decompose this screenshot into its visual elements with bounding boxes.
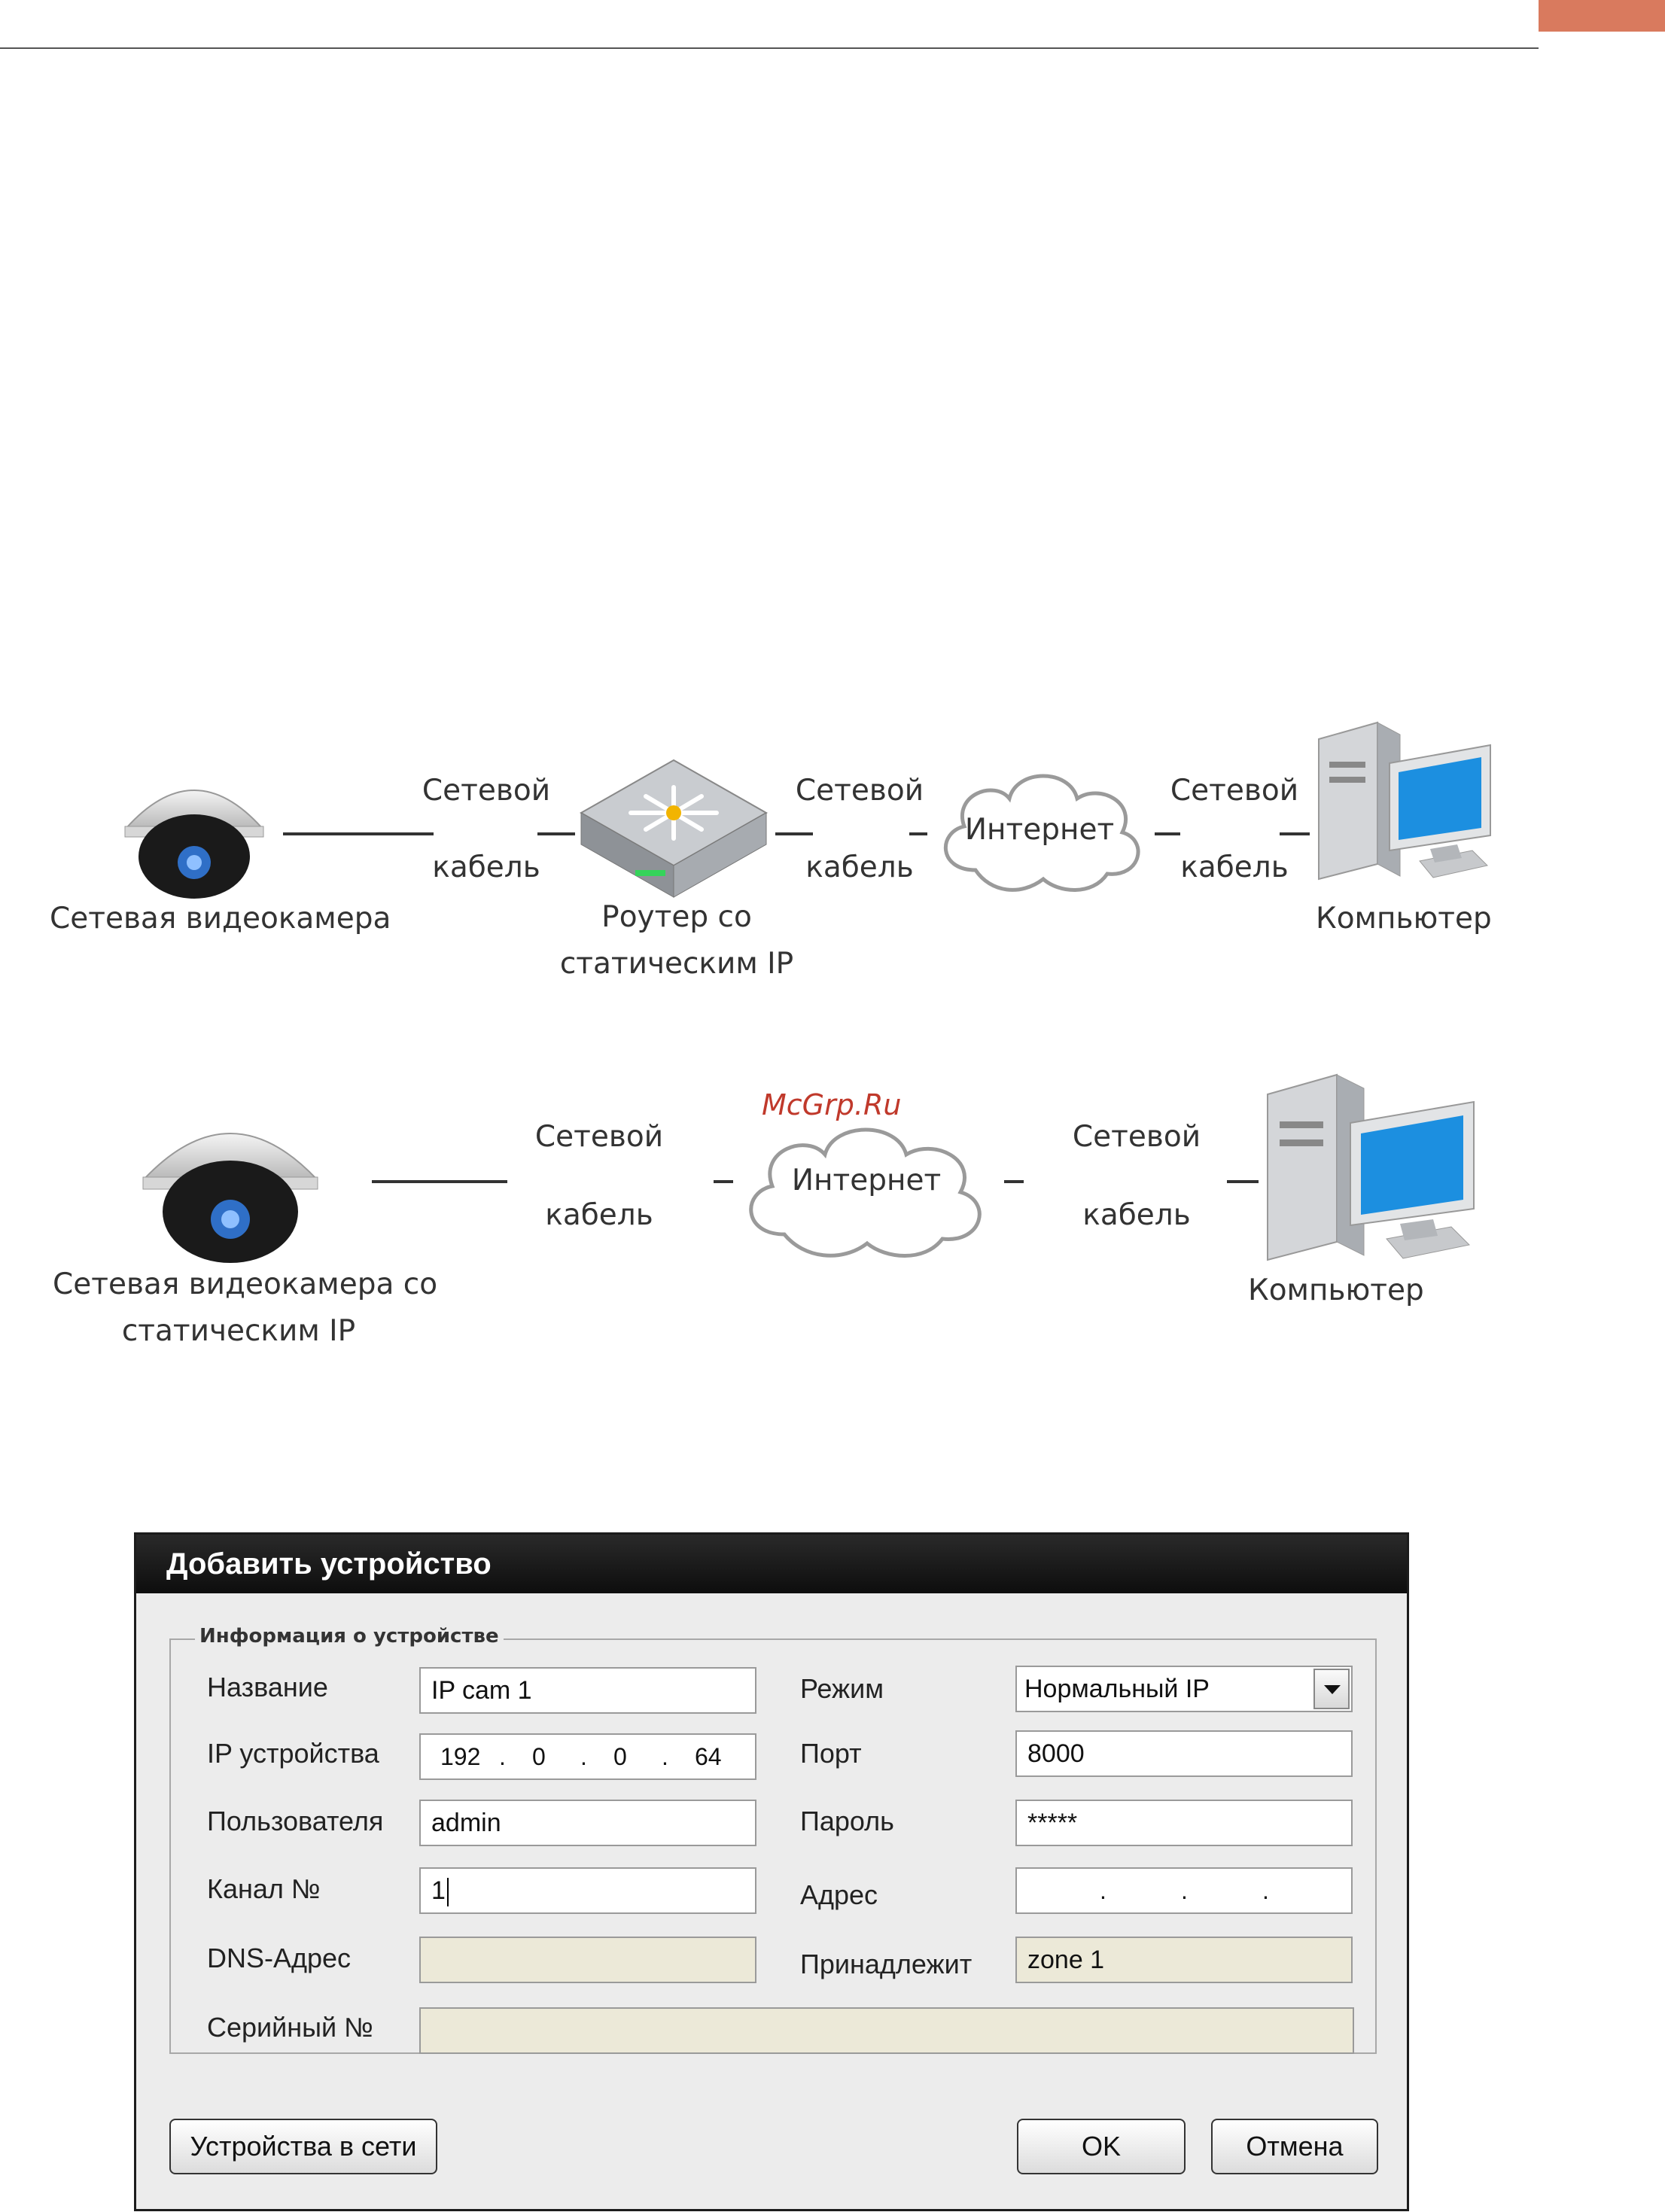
- group-legend: Информация о устройстве: [195, 1625, 504, 1648]
- header-rule: [0, 47, 1539, 49]
- internet-label: Интернет: [791, 1164, 942, 1197]
- belongs-label: Принадлежит: [800, 1949, 973, 1979]
- header-accent: [1539, 0, 1665, 32]
- ip-octet-4: 64: [695, 1743, 722, 1770]
- cable-label-bottom: кабель: [805, 850, 914, 884]
- port-input[interactable]: 8000: [1015, 1730, 1353, 1777]
- cable-line: [283, 832, 434, 835]
- internet-label: Интернет: [964, 813, 1115, 847]
- address-label: Адрес: [800, 1879, 878, 1910]
- ip-octet-3: 0: [613, 1743, 627, 1770]
- cable-label-bottom: кабель: [1180, 850, 1289, 884]
- name-label: Название: [207, 1672, 328, 1702]
- computer-icon: [1318, 721, 1491, 881]
- cable-label-top: Сетевой: [1170, 774, 1299, 808]
- dome-camera-icon: [124, 790, 264, 899]
- ip-input[interactable]: 192 . 0 . 0 . 64: [419, 1733, 756, 1780]
- cable-label-top: Сетевой: [1072, 1120, 1201, 1154]
- address-input[interactable]: . . .: [1015, 1867, 1353, 1914]
- serial-input: [419, 2007, 1354, 2054]
- internet-cloud-icon: [749, 1127, 982, 1258]
- cable-line: [1280, 832, 1310, 835]
- camera-label-line1: Сетевая видеокамера со: [53, 1267, 438, 1301]
- password-input[interactable]: *****: [1015, 1800, 1353, 1846]
- ip-octet-2: 0: [532, 1743, 546, 1770]
- mode-select[interactable]: Нормальный IP: [1015, 1666, 1353, 1712]
- user-input[interactable]: admin: [419, 1800, 756, 1846]
- dns-input: [419, 1937, 756, 1983]
- dome-camera-icon: [142, 1133, 318, 1263]
- cable-label-bottom: кабель: [545, 1198, 653, 1232]
- cable-line: [714, 1180, 733, 1183]
- belongs-input: zone 1: [1015, 1937, 1353, 1983]
- dialog-title: Добавить устройство: [136, 1535, 1407, 1593]
- cable-line: [909, 832, 927, 835]
- network-devices-button[interactable]: Устройства в сети: [169, 2119, 437, 2174]
- ip-octet-1: 192: [440, 1743, 481, 1770]
- router-label-line1: Роутер со: [601, 900, 752, 934]
- ip-label: IP устройства: [207, 1738, 379, 1769]
- computer-label: Компьютер: [1316, 902, 1492, 936]
- cable-line: [537, 832, 575, 835]
- cable-line: [1004, 1180, 1024, 1183]
- serial-label: Серийный №: [207, 2012, 373, 2043]
- cable-label-bottom: кабель: [432, 850, 540, 884]
- name-input[interactable]: IP cam 1: [419, 1667, 756, 1714]
- router-label-line2: статическим IP: [559, 947, 794, 981]
- mode-value: Нормальный IP: [1024, 1675, 1210, 1703]
- camera-label-line2: статическим IP: [121, 1314, 356, 1348]
- port-label: Порт: [800, 1738, 862, 1769]
- cable-label-top: Сетевой: [795, 774, 924, 808]
- cable-line: [775, 832, 813, 835]
- cancel-button[interactable]: Отмена: [1211, 2119, 1378, 2174]
- add-device-dialog: Добавить устройство Информация о устройс…: [134, 1532, 1409, 2211]
- cable-label-top: Сетевой: [534, 1120, 664, 1154]
- computer-label: Компьютер: [1248, 1273, 1424, 1307]
- internet-cloud-icon: [944, 774, 1140, 892]
- channel-label: Канал №: [207, 1873, 321, 1904]
- mode-label: Режим: [800, 1673, 884, 1704]
- dns-label: DNS-Адрес: [207, 1943, 352, 1973]
- computer-icon: [1267, 1073, 1475, 1261]
- camera-label: Сетевая видеокамера: [50, 902, 391, 936]
- watermark: McGrp.Ru: [762, 1088, 902, 1121]
- user-label: Пользователя: [207, 1806, 384, 1836]
- text-caret: [446, 1878, 449, 1907]
- router-icon: [579, 759, 769, 898]
- channel-value: 1: [431, 1876, 446, 1905]
- password-label: Пароль: [800, 1806, 894, 1836]
- cable-label-bottom: кабель: [1082, 1198, 1191, 1232]
- cable-line: [1227, 1180, 1259, 1183]
- ok-button[interactable]: OK: [1017, 2119, 1186, 2174]
- channel-input[interactable]: 1: [419, 1867, 756, 1914]
- cable-line: [1155, 832, 1180, 835]
- chevron-down-icon[interactable]: [1313, 1669, 1350, 1709]
- cable-label-top: Сетевой: [422, 774, 551, 808]
- cable-line: [372, 1180, 507, 1183]
